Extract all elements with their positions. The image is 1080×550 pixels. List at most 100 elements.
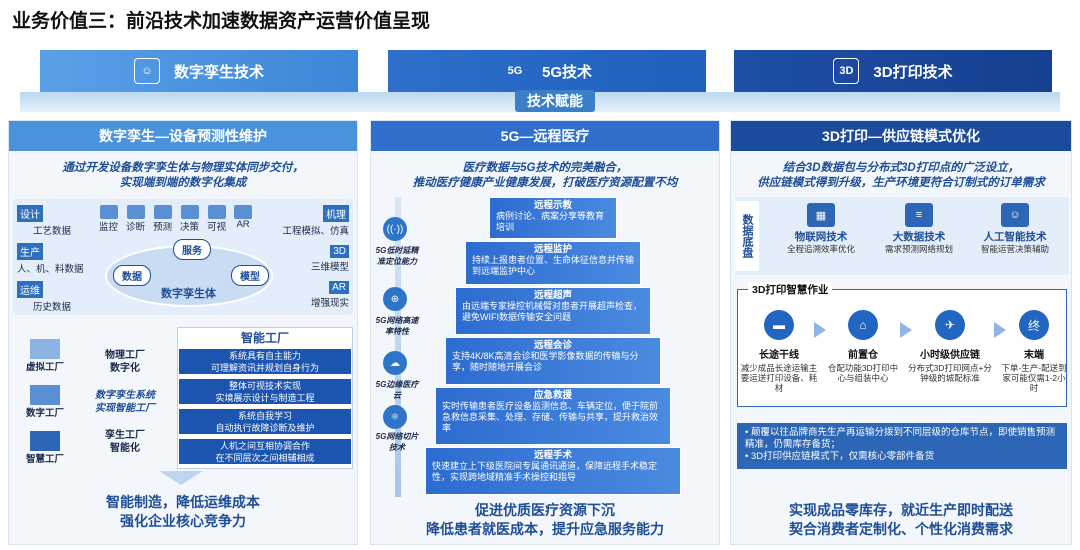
bottom-line-1: 促进优质医疗资源下沉 [371,501,719,520]
decision-icon [181,205,199,219]
tech-desc: 全程追溯效率优化 [777,244,865,254]
row-line: 可理解资讯并规划自身行为 [179,362,351,374]
data-base-box: 数据底盘 ▦物联网技术全程追溯效率优化 ≡大数据技术需求预测网络规划 ☺人工智能… [735,197,1069,275]
smart-operation-box: 3D打印智慧作业 ▬长途干线减少成品长途运输主要运送打印设备、耗材 ⌂前置仓仓配… [737,289,1067,407]
stage-label: 物理工厂 [79,349,171,362]
row-line: 实境展示设计与制造工程 [179,392,351,404]
lead-line-2: 供应链模式得到升级，生产环境更符合订制式的订单需求 [731,176,1071,191]
factory-icon [30,431,60,451]
side-label: 5G网络高速率特性 [375,315,419,337]
flow-title: 末端 [1024,346,1044,361]
atom-icon: ⚛ [383,405,407,429]
smart-row: 人机之间互相协调合作在不同层次之间相辅相成 [178,438,352,465]
function-icons: 监控 诊断 预测 决策 可视 AR [99,205,252,233]
stage-label: 孪生工厂 [79,429,171,442]
icon-label: 诊断 [126,219,145,233]
tier-remote-consult: 远程会诊支持4K/8K高清会诊和医学影像数据的传输与分享，随时随地开展会诊 [445,337,661,385]
tag: 生产 [17,243,43,260]
layer-label: 虚拟工厂 [15,359,75,373]
network-icon: ⊕ [383,287,407,311]
flow-title: 长途干线 [759,346,799,361]
ar-icon [234,205,252,219]
twin-diagram: 设计工艺数据 生产人、机、料数据 运维历史数据 监控 诊断 预测 决策 可视 A… [13,199,353,315]
tier-desc: 病例讨论、病案分享等教育培训 [496,211,604,232]
tag: 运维 [17,281,43,298]
lead-line-2: 实现端到端的数字化集成 [9,176,357,191]
plane-icon: ✈ [935,310,965,340]
row-line: 整体可视技术实现 [179,380,351,392]
lead-line-1: 通过开发设备数字孪生体与物理实体同步交付， [9,161,357,176]
banner-label: 3D打印技术 [873,61,952,82]
left-tags: 设计工艺数据 生产人、机、料数据 运维历史数据 [17,205,97,313]
end-icon: 终 [1019,310,1049,340]
note-text: 3D打印供应链模式下，仅需核心零部件备货 [751,451,934,462]
icon-label: AR [234,219,252,230]
banner-label: 数字孪生技术 [174,61,264,82]
banner-3d: 3D 3D打印技术 [734,50,1052,92]
smart-factory-title: 智能工厂 [178,328,352,348]
flow-desc: 下单-生产-配送到家可能仅需1-2小时 [1000,363,1068,393]
tier-desc: 实时传输患者医疗设备监测信息、车辆定位，便于院前急救信息采集、处理、存储、传输与… [442,401,658,433]
tier-desc: 由远端专家操控机械臂对患者开展超声检查，避免WIFI数据传输安全问题 [462,301,642,322]
layer-label: 数字工厂 [15,405,75,419]
col-bottom: 实现成品零库存，就近生产即时配送 契合消费者定制化、个性化消费需求 [731,501,1071,539]
tier-desc: 快速建立上下级医院间专属通讯通道，保障远程手术稳定性，实现跨地域精准手术操控和指… [432,461,657,482]
col-bottom: 智能制造，降低运维成本 强化企业核心竞争力 [9,493,357,531]
tag: 设计 [17,205,43,222]
database-icon: ≡ [905,203,933,227]
iot-tech: ▦物联网技术全程追溯效率优化 [777,203,865,254]
monitor-icon [100,205,118,219]
tech-title: 物联网技术 [777,229,865,244]
flow-desc: 减少成品长途运输主要运送打印设备、耗材 [740,363,818,393]
data-node: 数据 [113,265,151,286]
bottom-line-2: 强化企业核心竞争力 [9,512,357,531]
down-arrow [159,471,203,485]
tag-text: 工艺数据 [17,223,97,237]
3d-printing-panel: 3D打印—供应链模式优化 结合3D数据包与分布式3D打印点的广泛设立， 供应链模… [730,120,1072,545]
smart-row: 系统自我学习自动执行故障诊断及维护 [178,408,352,435]
tier-desc: 支持4K/8K高清会诊和医学影像数据的传输与分享，随时随地开展会诊 [452,351,639,372]
stage-label: 数字孪生系统 [79,389,171,402]
tier-desc: 持续上报患者位置、生命体征信息并传输到远端监护中心 [472,255,634,276]
predict-icon [154,205,172,219]
warehouse-icon: ⌂ [848,310,878,340]
tier-remote-surgery: 远程手术快速建立上下级医院间专属通讯通道，保障远程手术稳定性，实现跨地域精准手术… [425,447,681,495]
tier-remote-monitoring: 远程监护持续上报患者位置、生命体征信息并传输到远端监护中心 [465,241,641,285]
smart-factory-box: 智能工厂 系统具有自主能力可理解资讯并规划自身行为 整体可视技术实现实境展示设计… [177,327,353,469]
bottom-line-1: 实现成品零库存，就近生产即时配送 [731,501,1071,520]
tech-title: 人工智能技术 [971,229,1059,244]
tier-title: 远程示教 [496,200,610,211]
tech-enable-bar: 技术赋能 [20,92,1060,112]
row-line: 在不同层次之间相辅相成 [179,452,351,464]
page-title: 业务价值三：前沿技术加速数据资产运营价值呈现 [12,6,430,33]
note-text: 颠覆以往品牌商先生产再运输分拨到不同层级的仓库节点，即使销售预测精准，仍需库存备… [745,427,1055,450]
bigdata-tech: ≡大数据技术需求预测网络规划 [875,203,963,254]
tech-desc: 智能运营决策辅助 [971,244,1059,254]
layer-label: 智慧工厂 [15,451,75,465]
smart-row: 系统具有自主能力可理解资讯并规划自身行为 [178,348,352,375]
flow-terminal: 终末端下单-生产-配送到家可能仅需1-2小时 [1000,310,1068,393]
tier-title: 远程手术 [432,450,674,461]
side-label: 5G网络切片技术 [375,431,419,453]
icon-label: 监控 [99,219,118,233]
enable-label: 技术赋能 [515,90,595,112]
row-line: 系统自我学习 [179,410,351,422]
side-label: 5G低时延精准定位能力 [375,245,419,267]
factory-icon [30,339,60,359]
service-node: 服务 [173,239,211,260]
icon-label: 预测 [153,219,172,233]
side-label: 5G边缘医疗云 [375,379,419,401]
banner-5g: 5G 5G技术 [388,50,706,92]
head-icon: ☺ [134,58,160,84]
digital-twin-panel: 数字孪生—设备预测性维护 通过开发设备数字孪生体与物理实体同步交付， 实现端到端… [8,120,358,545]
base-label: 数据底盘 [735,201,759,271]
bottom-line-2: 降低患者就医成本，提升应急服务能力 [371,520,719,539]
col-header: 3D打印—供应链模式优化 [731,121,1071,151]
row-line: 人机之间互相协调合作 [179,440,351,452]
stage-label: 实现智能工厂 [79,402,171,415]
ai-tech: ☺人工智能技术智能运营决策辅助 [971,203,1059,254]
3d-icon: 3D [833,58,859,84]
tier-remote-teaching: 远程示教病例讨论、病案分享等教育培训 [489,197,617,239]
bottom-line-1: 智能制造，降低运维成本 [9,493,357,512]
note-item: • 颠覆以往品牌商先生产再运输分拨到不同层级的仓库节点，即使销售预测精准，仍需库… [745,427,1059,451]
